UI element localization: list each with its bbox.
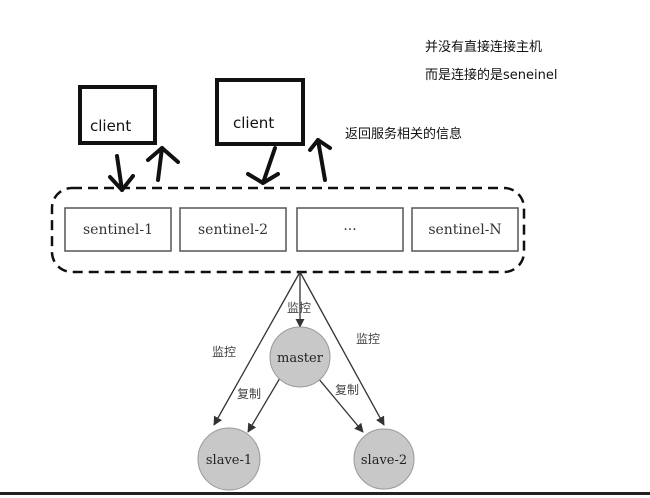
edge-label-monitor-right: 监控 — [356, 332, 380, 346]
client-box-2: client — [215, 78, 305, 146]
edge-label-replicate-right: 复制 — [335, 383, 359, 397]
bottom-border-line — [0, 492, 650, 495]
sentinel-node-1: sentinel-1 — [64, 207, 172, 252]
slave-node-1: slave-1 — [197, 427, 261, 491]
client-label-1: client — [90, 117, 131, 135]
sentinel-group-border — [50, 186, 526, 274]
client-box-1: client — [78, 85, 157, 145]
sentinel-node-ellipsis: ··· — [296, 207, 404, 252]
edge-label-replicate-left: 复制 — [237, 387, 261, 401]
slave-label-1: slave-1 — [206, 453, 252, 468]
master-label: master — [277, 351, 324, 366]
sentinel-node-2: sentinel-2 — [179, 207, 287, 252]
edge-label-monitor-left: 监控 — [212, 345, 236, 359]
master-node: master — [269, 326, 331, 388]
client-label-2: client — [233, 114, 274, 132]
note-not-direct: 并没有直接连接主机 — [425, 40, 543, 55]
slave-node-2: slave-2 — [353, 428, 415, 490]
sentinel-node-n: sentinel-N — [411, 207, 519, 252]
client-arrows — [108, 138, 332, 192]
sentinel-label-2: sentinel-2 — [198, 222, 268, 238]
monitor-edges — [213, 271, 385, 426]
edge-label-monitor-center: 监控 — [287, 301, 311, 315]
sentinel-label-n: sentinel-N — [428, 222, 501, 238]
sentinel-label-1: sentinel-1 — [83, 222, 153, 238]
replicate-edges — [247, 377, 364, 433]
sentinel-label-ellipsis: ··· — [343, 222, 356, 238]
note-return-info: 返回服务相关的信息 — [345, 127, 463, 142]
note-connect-sentinel: 而是连接的是seneinel — [425, 68, 558, 83]
slave-label-2: slave-2 — [361, 453, 407, 468]
